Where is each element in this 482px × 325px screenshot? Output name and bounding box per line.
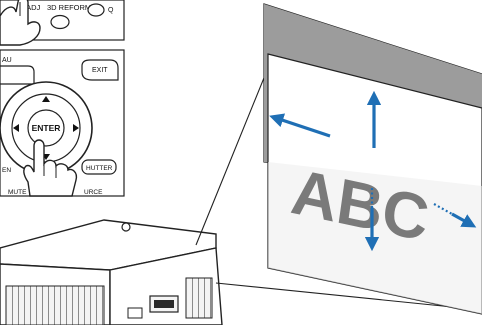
enter-label: ENTER: [32, 123, 61, 133]
menu-button[interactable]: [0, 66, 34, 84]
remote-pad: AU EXIT ENTER EN HUTTER MUTE URCE: [0, 50, 124, 196]
lens-marker: [122, 223, 130, 231]
projector: [0, 220, 222, 325]
side-vent: [186, 278, 212, 318]
3d-reform-button[interactable]: [51, 16, 69, 29]
en-label: EN: [2, 167, 11, 174]
source-label: URCE: [84, 189, 103, 196]
3d-reform-label: 3D REFORM: [47, 3, 91, 12]
menu-label: AU: [2, 57, 12, 64]
round-button[interactable]: [88, 4, 104, 16]
shutter-label: HUTTER: [86, 165, 113, 172]
projection-screen: ABC: [264, 4, 482, 314]
remote-top-strip: D ADJ 3D REFORM Q: [0, 0, 124, 45]
button-glyph: Q: [108, 7, 114, 14]
mute-label: MUTE: [8, 189, 27, 196]
exit-label: EXIT: [92, 67, 108, 74]
front-vent: [6, 286, 104, 325]
